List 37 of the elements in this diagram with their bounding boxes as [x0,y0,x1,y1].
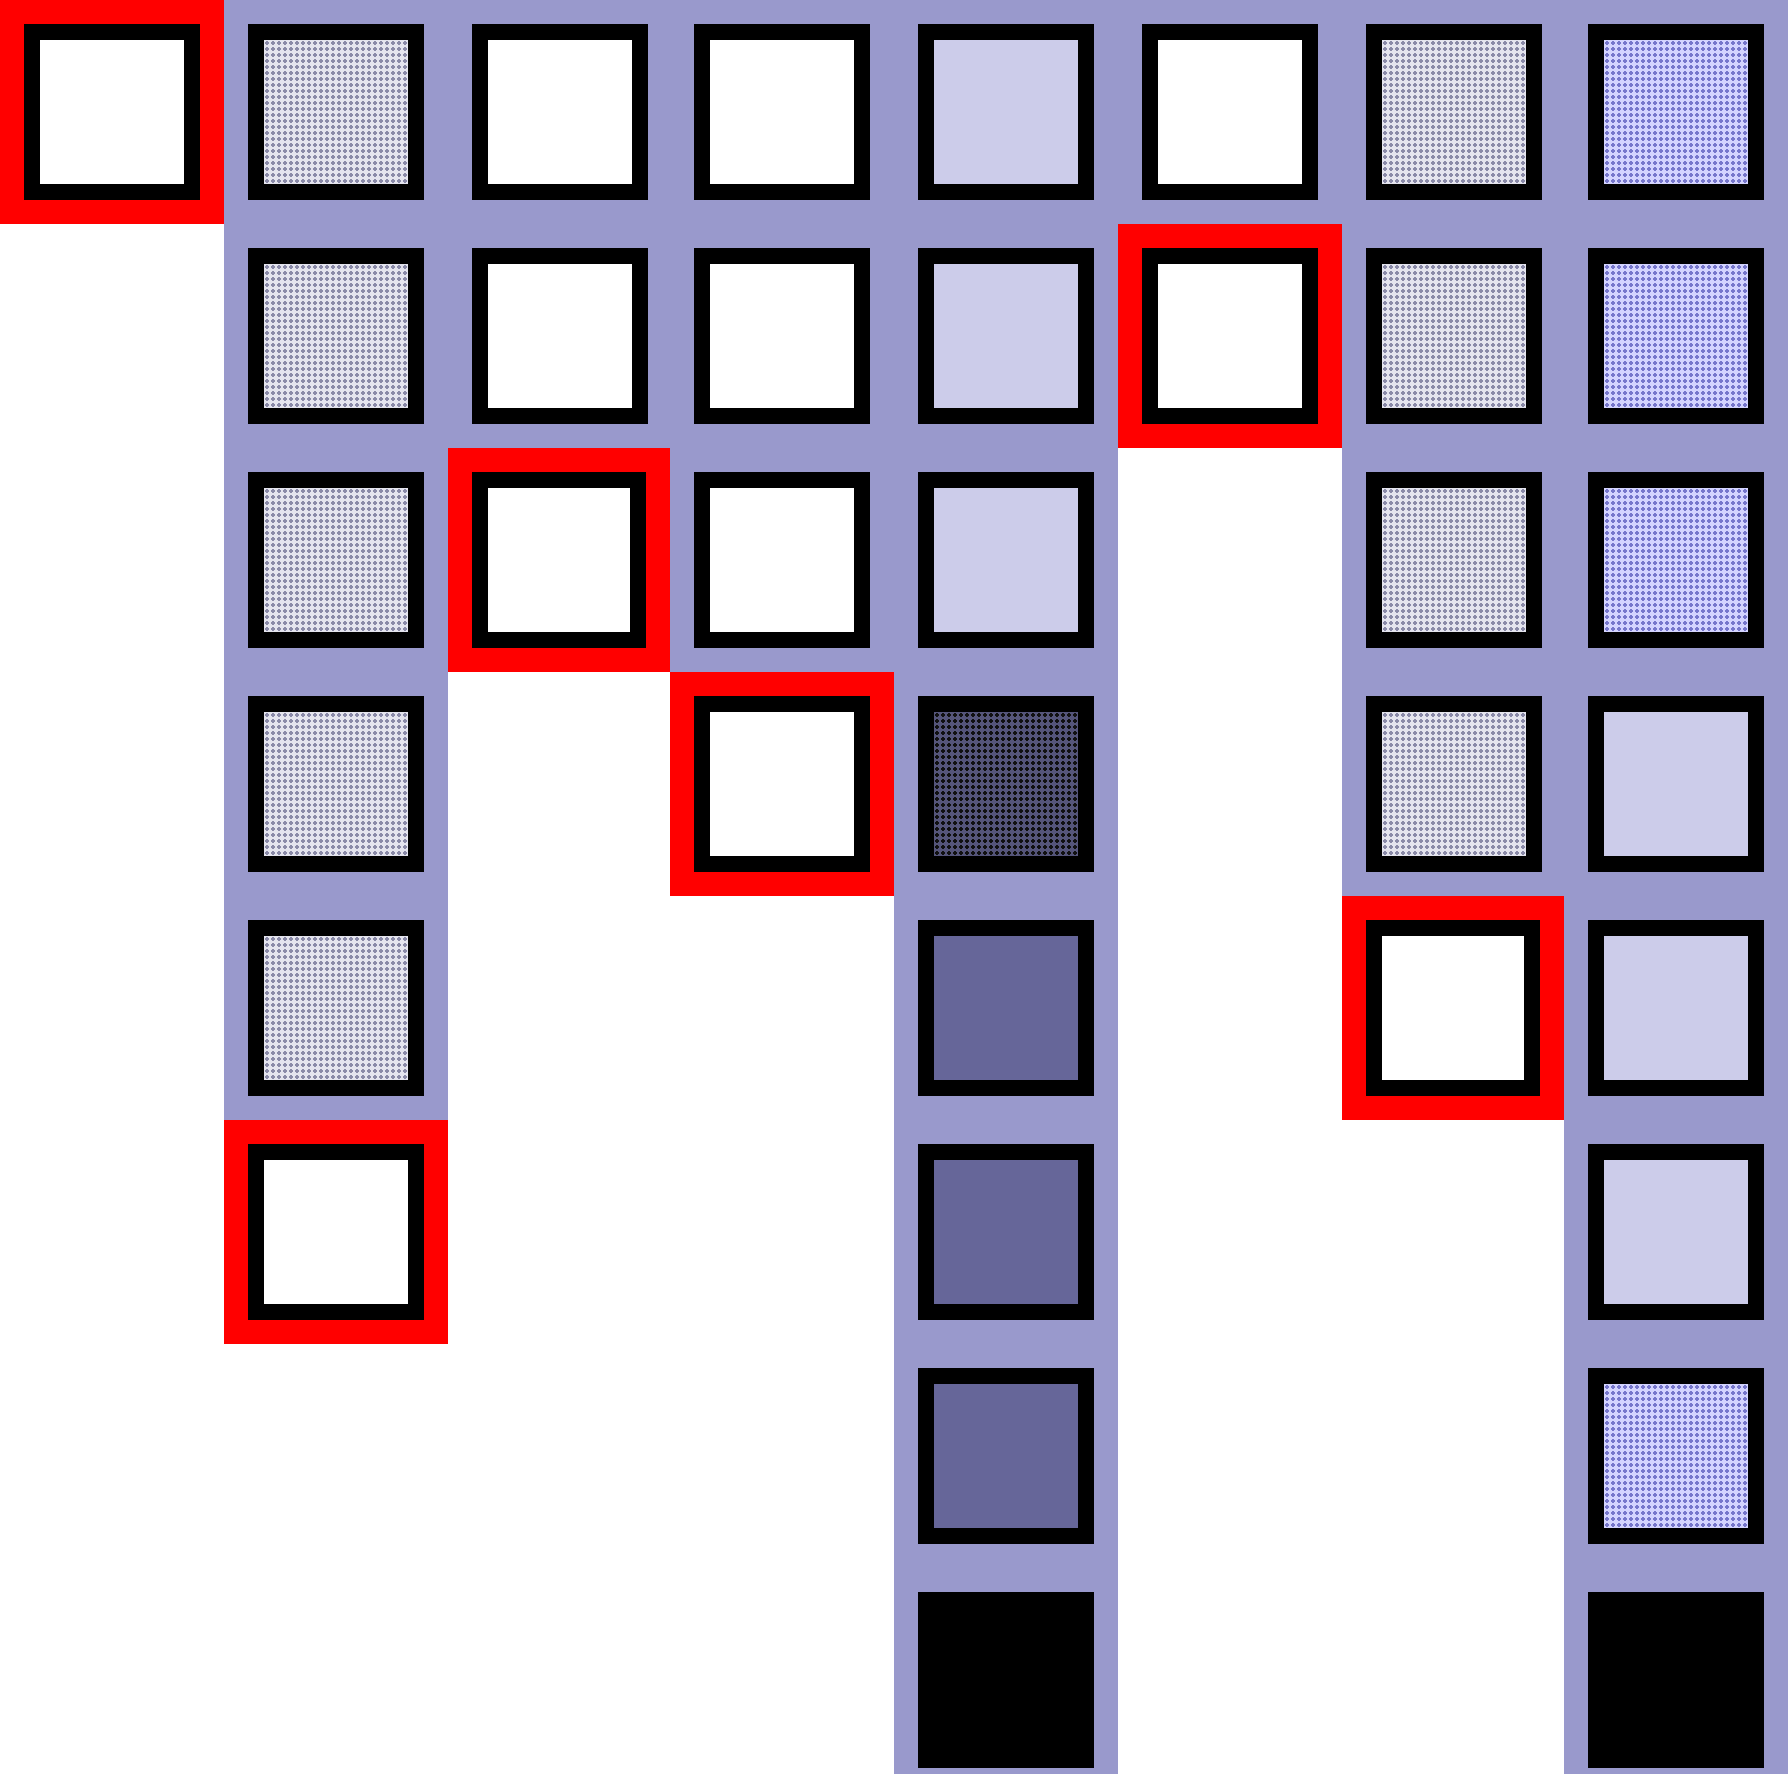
square-tile [1365,24,1541,200]
highlighted-square [1341,896,1565,1120]
square-tile [1365,696,1541,872]
filled-square [1588,1592,1765,1768]
square-tile [1365,472,1541,648]
square-tile [247,920,424,1096]
highlighted-square [447,448,671,672]
square-tile [694,472,871,648]
square-tile [918,920,1094,1096]
square-tile [1588,920,1765,1096]
highlighted-square [223,1120,447,1344]
square-tile [1588,1144,1765,1320]
square-tile [1588,248,1765,424]
square-tile [247,248,424,424]
square-tile [918,24,1094,200]
square-tile [918,248,1094,424]
square-tile [918,1368,1094,1544]
square-tile [694,248,871,424]
square-tile [471,248,647,424]
square-tile [918,472,1094,648]
square-tile [1588,24,1765,200]
square-tile [1365,248,1541,424]
highlighted-square [1117,224,1341,448]
square-tile [471,24,647,200]
square-tile [1588,1368,1765,1544]
square-tile [1141,24,1318,200]
square-tile [247,472,424,648]
square-tile [918,1144,1094,1320]
highlighted-square [670,672,894,896]
square-tile [1588,696,1765,872]
square-tile [1588,472,1765,648]
filled-square [918,1592,1094,1768]
square-tile [247,24,424,200]
highlighted-square [0,0,224,224]
square-tile [694,24,871,200]
square-tile [247,696,424,872]
square-tile [918,696,1094,872]
